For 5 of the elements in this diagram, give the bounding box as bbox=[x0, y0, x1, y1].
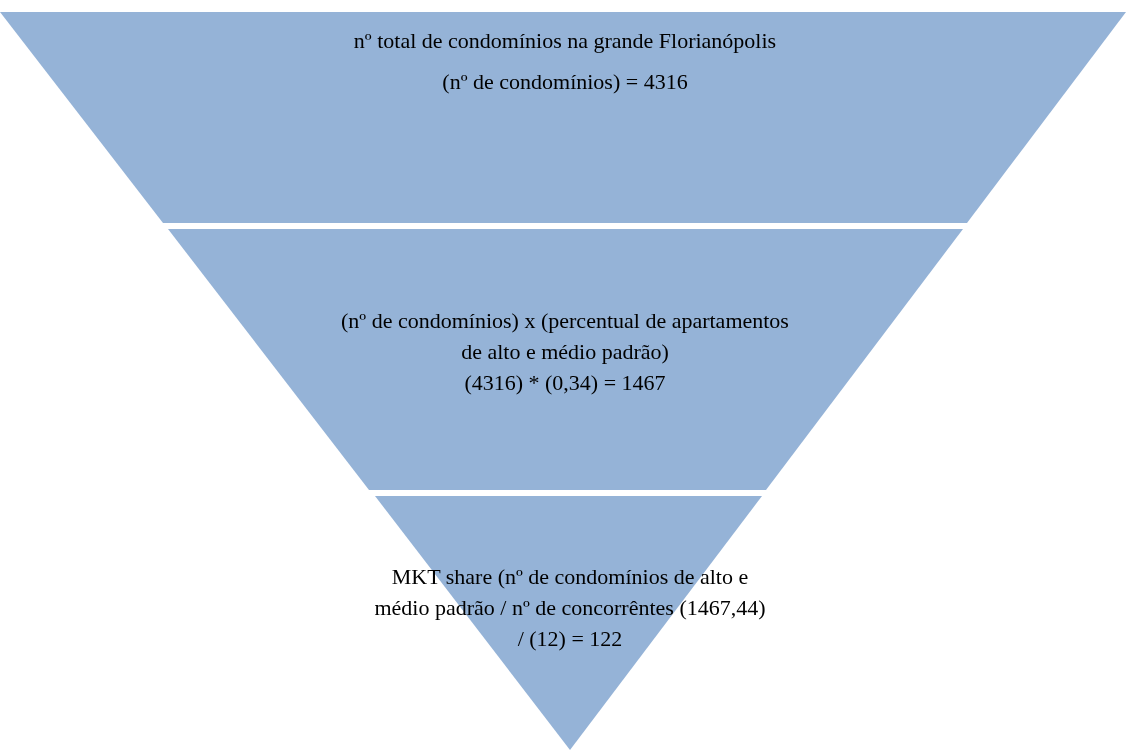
band-text: MKT share (nº de condomínios de alto e médio padrão / nº de concorrêntes (1467,44) / (12) = 122 bbox=[373, 563, 767, 653]
band-text: (4316) * (0,34) = 1467 bbox=[463, 368, 667, 397]
band-text: (nº de condomínios) = 4316 bbox=[441, 67, 689, 96]
band-text: (nº de condomínios) x (percentual de apartamentos de alto e médio padrão) bbox=[340, 307, 790, 366]
band-text: nº total de condomínios na grande Florianópolis bbox=[352, 27, 778, 55]
